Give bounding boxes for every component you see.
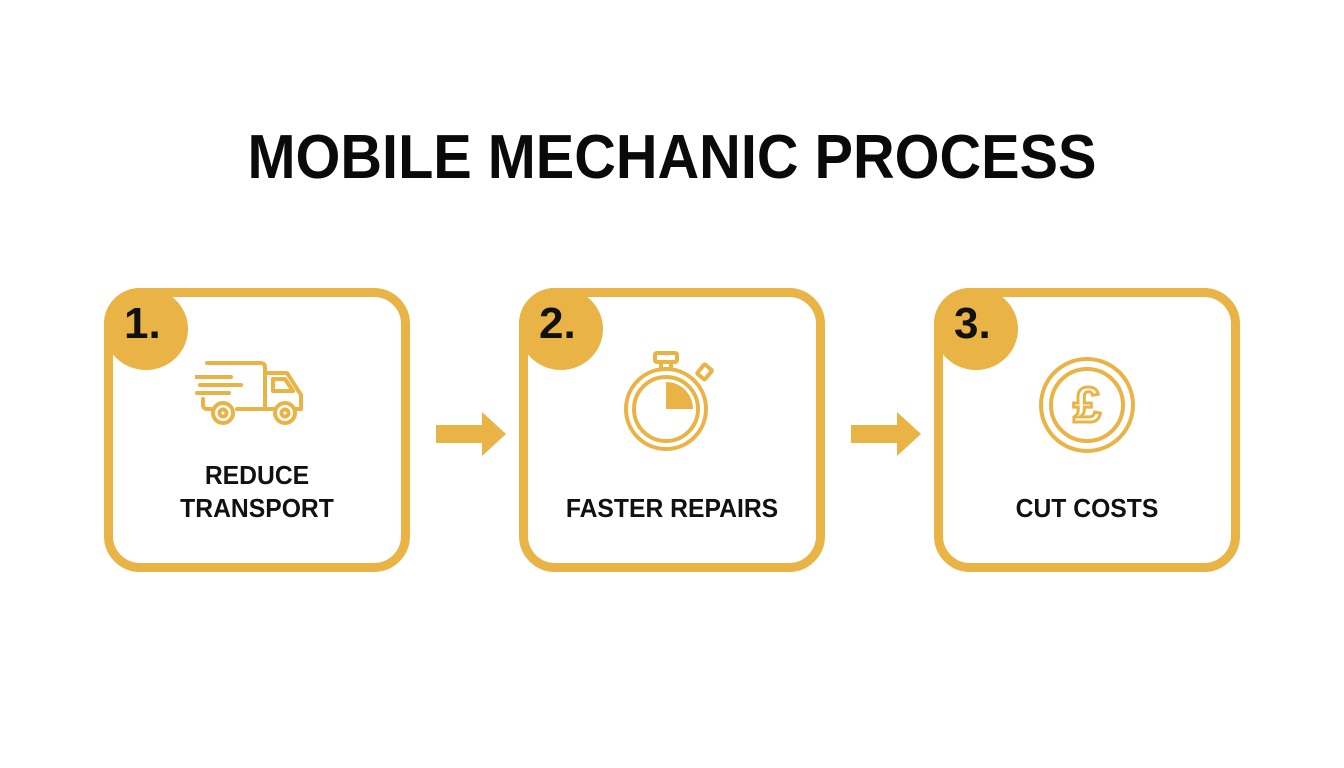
delivery-truck-icon (195, 361, 303, 425)
step-label-line: FASTER REPAIRS (565, 493, 779, 523)
step-number: 1. (124, 299, 161, 348)
pound-coin-icon: £ (1039, 357, 1135, 453)
arrow-right-icon (436, 412, 506, 456)
step-label: CUT COSTS (950, 492, 1224, 525)
step-card-faster-repairs: 2. FASTER REPAIRS (519, 288, 825, 572)
arrow-right-icon (851, 412, 921, 456)
step-label-line: CUT COSTS (1015, 493, 1159, 523)
step-number: 2. (539, 299, 576, 348)
stopwatch-icon (624, 351, 714, 451)
diagram-title: MOBILE MECHANIC PROCESS (247, 123, 1097, 192)
step-number-badge: 3. (934, 288, 1018, 370)
step-label: REDUCE TRANSPORT (120, 459, 394, 525)
step-number-badge: 1. (104, 288, 188, 370)
step-label-line: REDUCE (204, 460, 310, 490)
svg-text:£: £ (1073, 377, 1101, 433)
step-number-badge: 2. (519, 288, 603, 370)
step-label-line: TRANSPORT (180, 493, 334, 523)
step-label: FASTER REPAIRS (535, 492, 809, 525)
step-number: 3. (954, 299, 991, 348)
step-card-reduce-transport: 1. REDUCE TRANSPORT (104, 288, 410, 572)
step-card-cut-costs: 3. £ CUT COSTS (934, 288, 1240, 572)
